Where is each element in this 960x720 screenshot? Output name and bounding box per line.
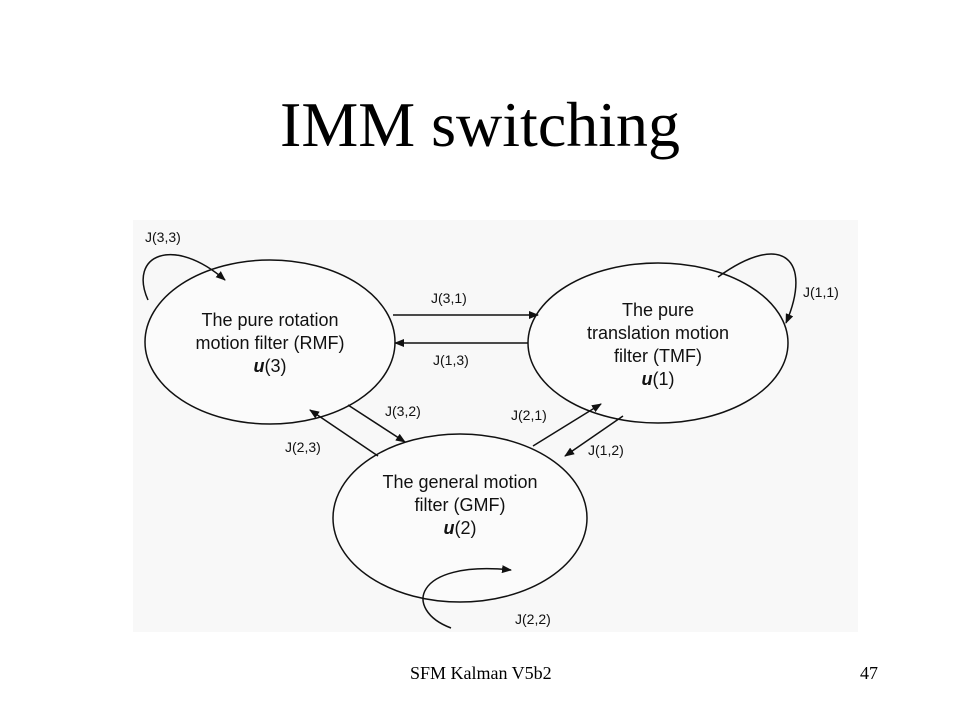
label-j22: J(2,2): [515, 611, 551, 627]
rmf-node: The pure rotation motion filter (RMF) u(…: [144, 259, 396, 425]
label-j32: J(3,2): [385, 403, 421, 419]
label-j21: J(2,1): [511, 407, 547, 423]
label-j23: J(2,3): [285, 439, 321, 455]
footer-text: SFM Kalman V5b2: [410, 663, 552, 683]
tmf-node: The pure translation motion filter (TMF)…: [527, 262, 789, 424]
arrow-j21: [532, 403, 602, 447]
label-j11: J(1,1): [803, 284, 839, 300]
rmf-label-line-2: motion filter (RMF): [195, 333, 344, 353]
gmf-node: The general motion filter (GMF) u(2): [332, 433, 588, 603]
imm-diagram-panel: The pure rotation motion filter (RMF) u(…: [133, 220, 858, 632]
tmf-ellipse: [527, 262, 789, 424]
tmf-label-line-2: translation motion: [587, 323, 729, 343]
label-j13: J(1,3): [433, 352, 469, 368]
tmf-label-line-1: The pure: [622, 300, 694, 320]
loop-j22-arrow: [422, 565, 512, 629]
gmf-label-line-2: filter (GMF): [415, 495, 506, 515]
label-j33: J(3,3): [145, 229, 181, 245]
slide-title: IMM switching: [280, 89, 680, 160]
arrow-j12: [564, 415, 624, 457]
rmf-label-line-1: The pure rotation: [201, 310, 338, 330]
gmf-prob-arg: (2): [455, 518, 477, 538]
tmf-probability: u(1): [642, 369, 675, 389]
loop-j11-arrow: [717, 253, 797, 324]
arrow-j32: [347, 404, 406, 443]
rmf-prob-arg: (3): [265, 356, 287, 376]
arrow-j23: [309, 409, 379, 457]
label-j12: J(1,2): [588, 442, 624, 458]
loop-j33-arrow: [142, 253, 226, 301]
tmf-prob-arg: (1): [653, 369, 675, 389]
gmf-probability: u(2): [444, 518, 477, 538]
imm-state-diagram: The pure rotation motion filter (RMF) u(…: [142, 229, 839, 629]
gmf-ellipse: [332, 433, 588, 603]
label-j31: J(3,1): [431, 290, 467, 306]
rmf-prob-var: u: [254, 356, 265, 376]
gmf-prob-var: u: [444, 518, 455, 538]
gmf-label-line-1: The general motion: [382, 472, 537, 492]
page-number: 47: [860, 663, 878, 683]
tmf-label-line-3: filter (TMF): [614, 346, 702, 366]
rmf-probability: u(3): [254, 356, 287, 376]
tmf-prob-var: u: [642, 369, 653, 389]
